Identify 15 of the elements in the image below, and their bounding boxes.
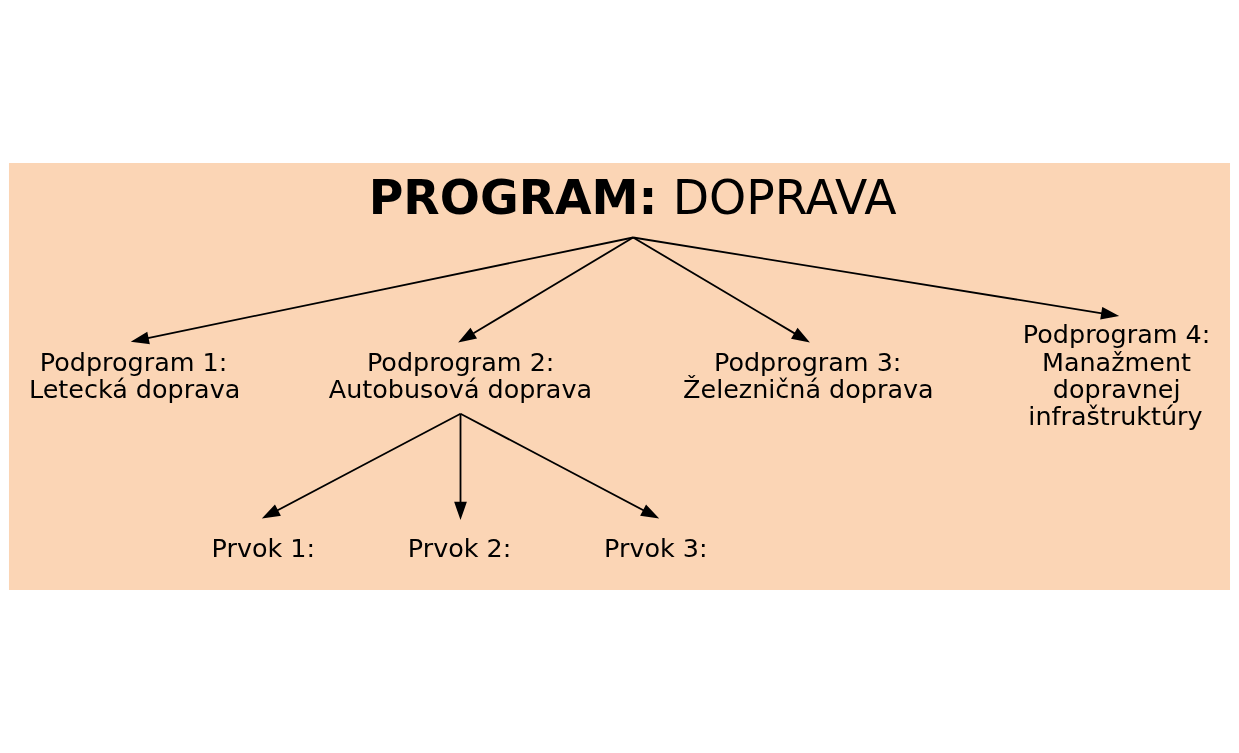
arrow	[459, 412, 660, 519]
node-text: PROGRAM: DOPRAVA	[368, 169, 897, 225]
arrow	[632, 236, 1120, 320]
node-text: Podprogram 3: Železničná doprava	[683, 346, 934, 404]
arrow	[261, 412, 462, 519]
arrow	[454, 412, 467, 521]
node-text: Podprogram 1: Letecká doprava	[28, 346, 241, 404]
arrow	[130, 236, 635, 345]
node-text: Podprogram 2: Autobusová doprava	[328, 346, 593, 404]
node-text: Prvok 3:	[604, 532, 708, 563]
arrow	[632, 236, 810, 343]
node-text: Podprogram 4: Manažment dopravnej infraštruktúry	[1022, 319, 1211, 432]
node-text: Prvok 1:	[211, 532, 316, 563]
node-text: Prvok 2:	[407, 532, 512, 563]
arrow	[458, 236, 635, 343]
